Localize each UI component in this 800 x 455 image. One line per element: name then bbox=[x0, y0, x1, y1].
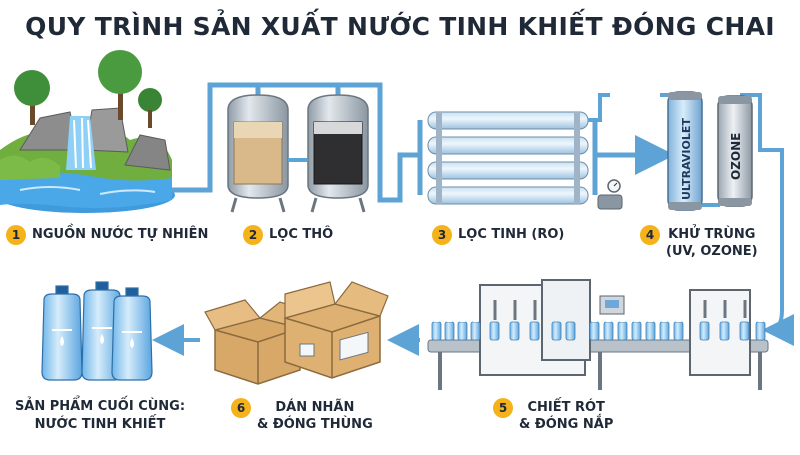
step-5-line1: CHIẾT RÓT bbox=[527, 400, 605, 415]
step-number-badge: 1 bbox=[6, 225, 26, 245]
bottled-water-product bbox=[41, 281, 153, 381]
step-4-text: KHỬ TRÙNG (UV, OZONE) bbox=[666, 226, 758, 260]
step-1-text: NGUỒN NƯỚC TỰ NHIÊN bbox=[32, 227, 209, 242]
final-product-label: SẢN PHẨM CUỐI CÙNG: NƯỚC TINH KHIẾT bbox=[14, 398, 186, 434]
natural-water-source-illustration bbox=[0, 50, 175, 213]
step-2-label: 2 LỌC THÔ bbox=[243, 225, 334, 245]
arrow-disinfection-to-filling bbox=[762, 148, 795, 346]
page-title: QUY TRÌNH SẢN XUẤT NƯỚC TINH KHIẾT ĐÓNG … bbox=[25, 12, 775, 41]
step-5-label: 5 CHIẾT RÓT & ĐÓNG NẮP bbox=[493, 398, 613, 433]
coarse-filter-tanks bbox=[225, 82, 372, 213]
step-5-text: CHIẾT RÓT & ĐÓNG NẮP bbox=[519, 399, 613, 433]
step-6-label: 6 DÁN NHÃN & ĐÓNG THÙNG bbox=[231, 398, 373, 433]
ozone-label: OZONE bbox=[729, 133, 743, 180]
step-number-badge: 6 bbox=[231, 398, 251, 418]
step-2-text: LỌC THÔ bbox=[269, 227, 334, 242]
disinfection-units: ULTRAVIOLET OZONE bbox=[660, 91, 775, 211]
step-number-badge: 2 bbox=[243, 225, 263, 245]
step-6-line1: DÁN NHÃN bbox=[275, 400, 355, 415]
final-product-line2: NƯỚC TINH KHIẾT bbox=[34, 417, 166, 432]
step-6-text: DÁN NHÃN & ĐÓNG THÙNG bbox=[257, 399, 373, 433]
step-6-line2: & ĐÓNG THÙNG bbox=[257, 417, 373, 432]
step-number-badge: 3 bbox=[432, 225, 452, 245]
step-4-label: 4 KHỬ TRÙNG (UV, OZONE) bbox=[640, 225, 758, 260]
step-3-text: LỌC TINH (RO) bbox=[458, 227, 565, 242]
final-product-line1: SẢN PHẨM CUỐI CÙNG: bbox=[14, 399, 186, 414]
cardboard-boxes bbox=[204, 281, 389, 385]
step-4-line2: (UV, OZONE) bbox=[666, 244, 758, 259]
step-5-line2: & ĐÓNG NẮP bbox=[519, 417, 614, 432]
pipe-coarse-to-ro bbox=[372, 82, 420, 203]
step-3-label: 3 LỌC TINH (RO) bbox=[432, 225, 565, 245]
step-4-line1: KHỬ TRÙNG bbox=[668, 227, 756, 242]
ro-membrane-rack bbox=[417, 93, 623, 210]
step-number-badge: 4 bbox=[640, 225, 660, 245]
uv-label: ULTRAVIOLET bbox=[680, 118, 693, 200]
step-1-label: 1 NGUỒN NƯỚC TỰ NHIÊN bbox=[6, 225, 209, 245]
filling-capping-machine bbox=[427, 279, 769, 390]
step-number-badge: 5 bbox=[493, 398, 513, 418]
